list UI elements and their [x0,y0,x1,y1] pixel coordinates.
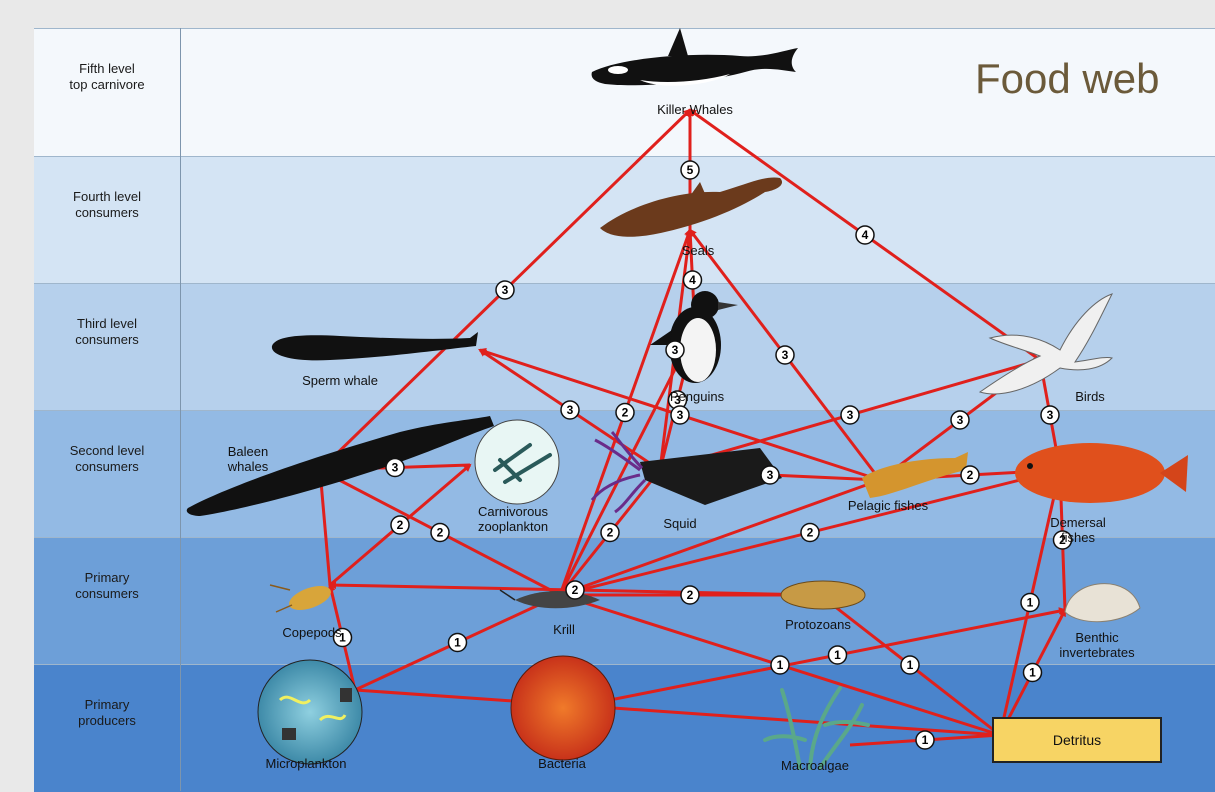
link-level-badge: 3 [1041,406,1059,424]
svg-text:2: 2 [622,406,629,420]
label-pelagic-fishes: Pelagic fishes [848,498,928,513]
protozoan-icon [781,581,865,609]
link-level-badge: 3 [666,341,684,359]
link-level-badge: 1 [916,731,934,749]
link-level-badge: 3 [841,406,859,424]
demersal-fish-icon [1015,443,1188,503]
food-link-arrow [355,690,1000,735]
krill-icon [500,590,600,608]
svg-text:1: 1 [922,733,929,747]
link-level-badge: 2 [801,524,819,542]
svg-text:3: 3 [782,348,789,362]
svg-text:2: 2 [807,526,814,540]
svg-text:3: 3 [957,413,964,427]
svg-text:1: 1 [777,658,784,672]
label-sperm-whale: Sperm whale [302,373,378,388]
sperm-whale-icon [272,332,478,360]
svg-text:2: 2 [607,526,614,540]
link-level-badge: 2 [601,524,619,542]
link-level-badge: 4 [856,226,874,244]
link-level-badge: 2 [566,581,584,599]
label-killer-whales: Killer Whales [657,102,733,117]
svg-text:3: 3 [392,461,399,475]
svg-text:1: 1 [454,636,461,650]
svg-text:5: 5 [687,163,694,177]
bird-icon [980,294,1112,394]
label-benthic-invertebrates: Benthic invertebrates [1059,630,1134,660]
svg-text:3: 3 [672,343,679,357]
label-squid: Squid [663,516,696,531]
link-level-badge: 3 [561,401,579,419]
detritus-box: Detritus [992,717,1162,763]
link-level-badge: 2 [431,524,449,542]
svg-text:1: 1 [1029,666,1036,680]
svg-text:1: 1 [1027,596,1034,610]
link-level-badge: 1 [829,646,847,664]
microplankton-icon [258,660,362,764]
link-level-badge: 3 [776,346,794,364]
label-krill: Krill [553,622,575,637]
svg-text:2: 2 [572,583,579,597]
label-seals: Seals [682,243,715,258]
link-level-badge: 4 [684,271,702,289]
label-macroalgae: Macroalgae [781,758,849,773]
macroalgae-icon [765,688,868,768]
link-level-badge: 3 [671,406,689,424]
bacteria-icon [511,656,615,760]
label-birds: Birds [1075,389,1105,404]
copepod-icon [270,581,334,615]
link-level-badge: 2 [681,586,699,604]
svg-text:2: 2 [397,518,404,532]
link-level-badge: 3 [386,459,404,477]
label-bacteria: Bacteria [538,756,586,771]
svg-text:3: 3 [502,283,509,297]
link-level-badge: 1 [449,634,467,652]
link-level-badge: 1 [771,656,789,674]
svg-text:2: 2 [687,588,694,602]
link-level-badge: 3 [761,466,779,484]
link-level-badge: 3 [951,411,969,429]
clam-icon [1065,584,1140,622]
svg-text:1: 1 [834,648,841,662]
link-level-badge: 3 [496,281,514,299]
link-level-badge: 2 [616,404,634,422]
svg-text:3: 3 [1047,408,1054,422]
diagram-title: Food web [975,55,1159,103]
svg-text:3: 3 [847,408,854,422]
label-microplankton: Microplankton [266,756,347,771]
svg-text:1: 1 [907,658,914,672]
svg-text:4: 4 [689,273,696,287]
food-link-arrow [320,470,330,585]
label-copepods: Copepods [282,625,341,640]
link-level-badge: 1 [1024,664,1042,682]
svg-text:3: 3 [677,408,684,422]
link-level-badge: 5 [681,161,699,179]
svg-text:2: 2 [437,526,444,540]
link-level-badge: 1 [1021,594,1039,612]
label-detritus: Detritus [1053,732,1101,748]
link-level-badge: 2 [961,466,979,484]
svg-text:3: 3 [567,403,574,417]
label-baleen-whales: Baleen whales [228,444,268,474]
carnivorous-zooplankton-icon [475,420,559,504]
svg-text:2: 2 [967,468,974,482]
svg-text:3: 3 [767,468,774,482]
killer-whale-icon [592,28,798,86]
link-level-badge: 2 [391,516,409,534]
label-demersal-fishes: Demersal fishes [1050,515,1106,545]
label-protozoans: Protozoans [785,617,851,632]
link-level-badge: 1 [901,656,919,674]
label-carnivorous-zooplankton: Carnivorous zooplankton [478,504,548,534]
svg-text:4: 4 [862,228,869,242]
label-penguins: Penguins [670,389,724,404]
